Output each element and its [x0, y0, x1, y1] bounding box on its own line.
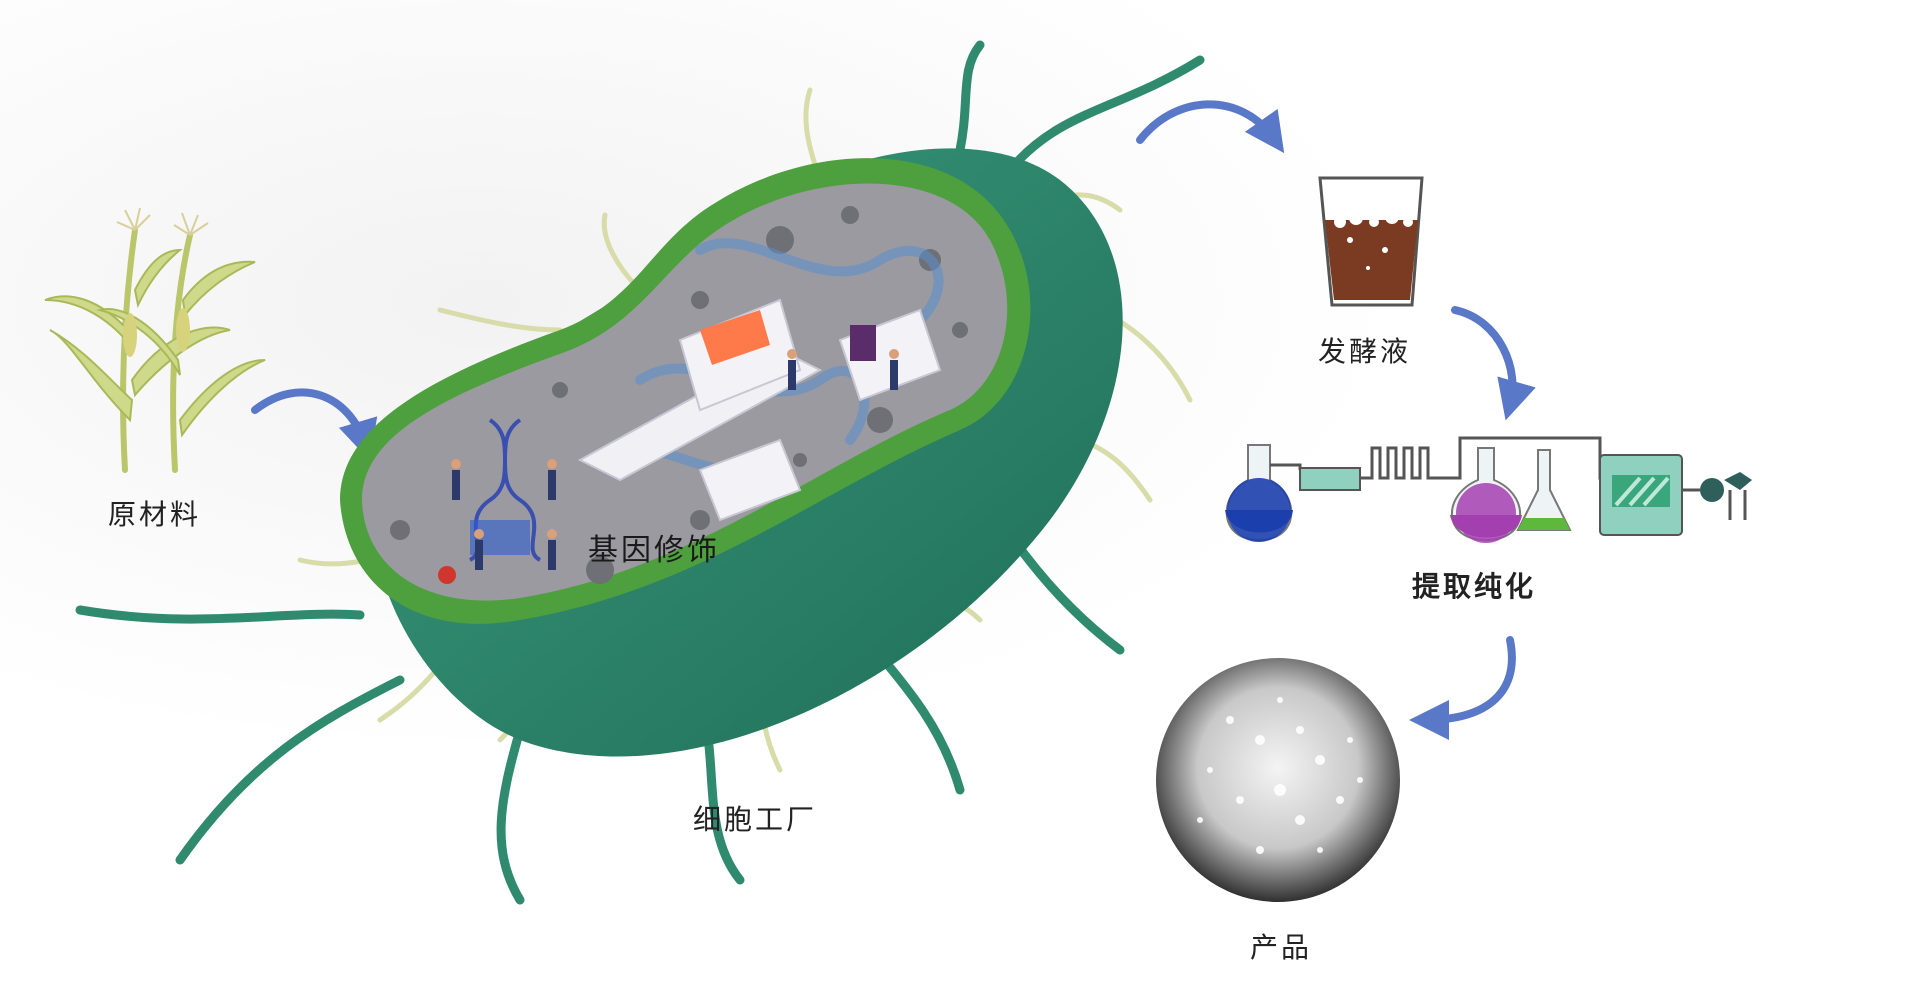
label-product: 产品	[1250, 931, 1313, 964]
arrow-broth-to-purification	[1451, 306, 1536, 421]
arrow-raw-to-cell	[251, 388, 378, 461]
arrow-cell-to-broth	[1136, 100, 1285, 154]
product-crystals-dish	[1156, 658, 1400, 902]
corn-plant-illustration	[44, 207, 266, 473]
fermentation-broth-glass	[1318, 176, 1424, 307]
label-purification: 提取纯化	[1412, 570, 1537, 603]
label-gene-modification: 基因修饰	[588, 533, 720, 568]
label-raw-material: 原材料	[108, 498, 202, 531]
arrow-purification-to-product	[1409, 636, 1516, 740]
bacterial-cell	[75, 40, 1205, 905]
label-cell-factory: 细胞工厂	[693, 803, 818, 836]
purification-apparatus	[1225, 436, 1752, 543]
label-fermentation-broth: 发酵液	[1318, 335, 1412, 368]
